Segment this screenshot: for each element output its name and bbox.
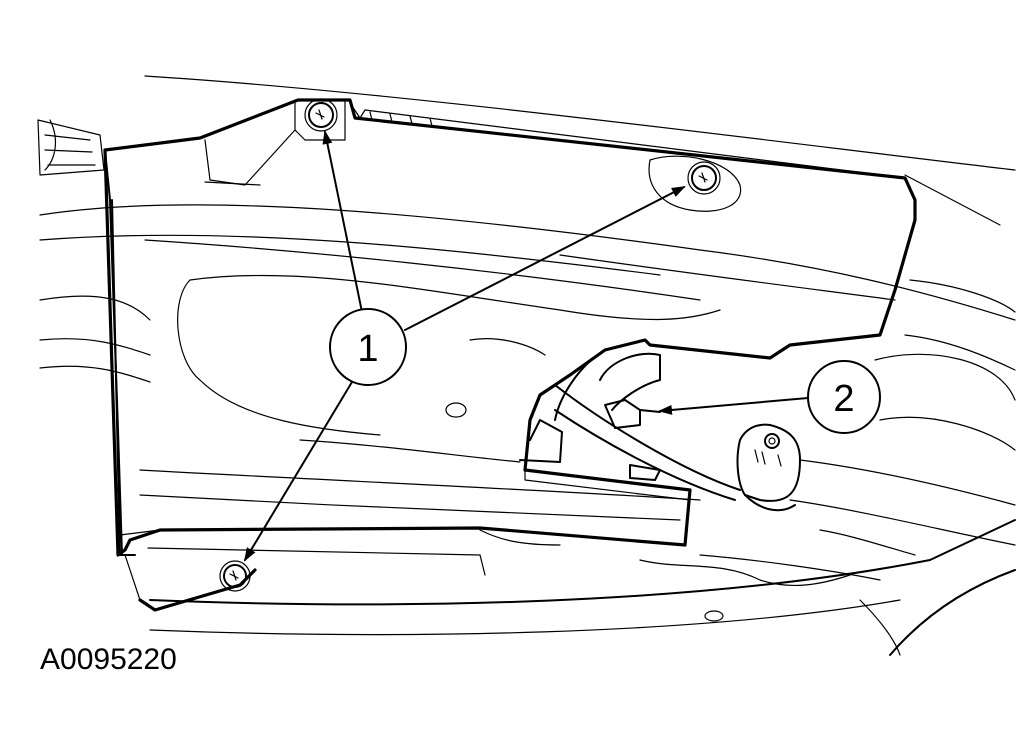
figure-id-label: A0095220 — [40, 643, 177, 676]
callout-1-circle — [329, 308, 407, 386]
screw-bottom-left — [219, 560, 251, 592]
leader-arrows — [243, 130, 809, 562]
shield-lower-lip — [124, 529, 561, 612]
callout-2-circle — [807, 360, 881, 434]
callout-2-label: 2 — [833, 378, 854, 420]
screw-top-left — [304, 98, 338, 132]
callout-1: 1 — [329, 308, 407, 386]
wiring-harness — [554, 352, 741, 501]
callout-2: 2 — [807, 360, 881, 434]
vehicle-body-background — [39, 75, 1016, 656]
arrow-to-harness-connector — [658, 397, 809, 415]
harness-clip — [736, 423, 801, 512]
arrow-to-screw-top-left — [322, 130, 363, 313]
left-trim-detail — [37, 119, 105, 176]
screw-top-right — [687, 161, 721, 195]
arrow-to-screw-bottom-left — [243, 381, 353, 562]
arrow-to-screw-top-right — [404, 186, 686, 331]
callout-1-label: 1 — [357, 328, 378, 370]
splash-shield-panel — [103, 98, 917, 557]
